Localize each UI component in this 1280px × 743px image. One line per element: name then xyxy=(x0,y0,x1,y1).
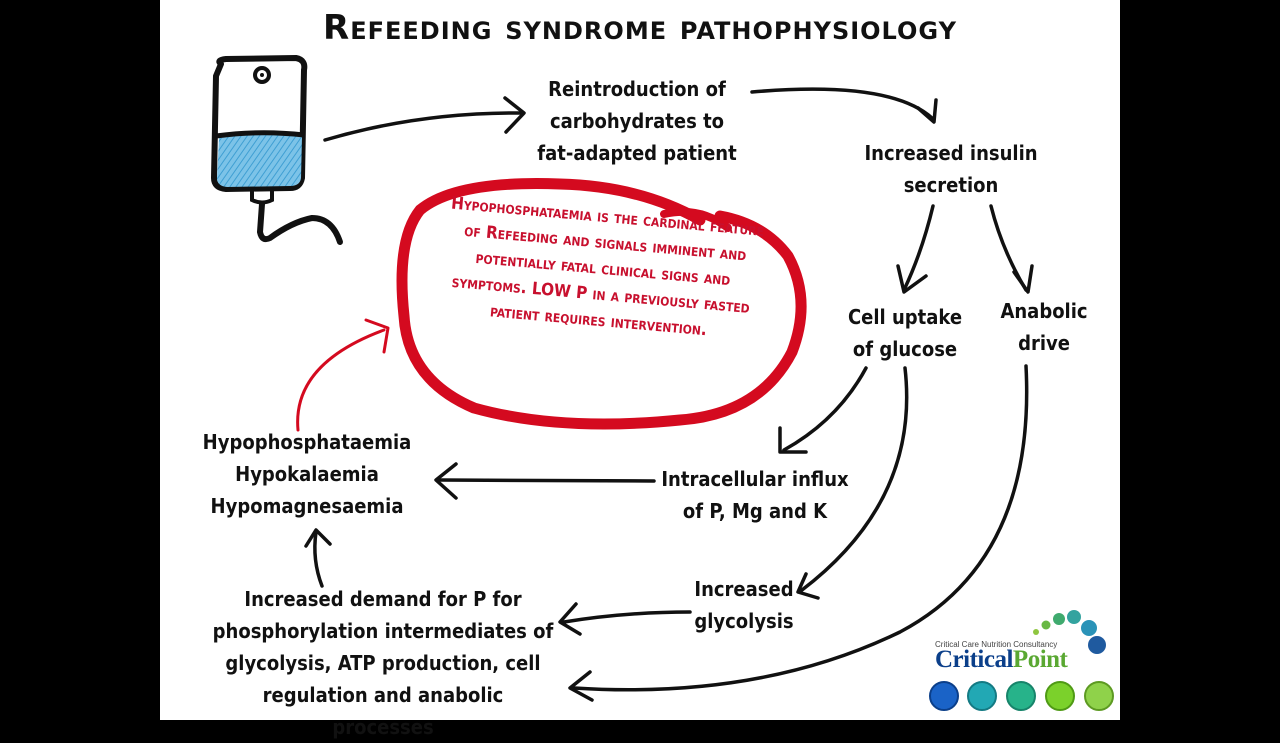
slide-canvas xyxy=(160,0,1120,720)
node-electrolytes: Hypophosphataemia Hypokalaemia Hypomagne… xyxy=(202,430,412,518)
arrow-glycolysis-to-demand xyxy=(562,610,692,624)
node-phosphate-demand: Increased demand for P for phosphorylati… xyxy=(212,587,554,739)
node-insulin-secretion: Increased insulin secretion xyxy=(864,141,1038,197)
iv-bag-icon xyxy=(211,55,343,245)
node-reintroduction: Reintroduction of carbohydrates to fat-a… xyxy=(537,77,737,165)
arrow-insulin-to-cell-uptake xyxy=(902,204,935,292)
brand-name-part1: Critical xyxy=(935,646,1013,673)
arrow-anabolic-to-demand xyxy=(572,364,1029,692)
slide-stage: Refeeding syndrome pathophysiology Reint… xyxy=(160,0,1120,739)
page-title: Refeeding syndrome pathophysiology xyxy=(323,8,957,48)
arrow-insulin-to-anabolic xyxy=(989,204,1028,292)
node-anabolic-drive: Anabolic drive xyxy=(1000,299,1088,355)
node-cell-uptake: Cell uptake of glucose xyxy=(847,305,963,361)
brand-tagline: Critical Care Nutrition Consultancy xyxy=(935,640,1058,649)
node-intracellular-influx: Intracellular influx of P, Mg and K xyxy=(661,467,849,523)
arrow-electrolytes-to-callout xyxy=(296,318,390,432)
brand-dots-icon xyxy=(1033,610,1106,654)
node-glycolysis: Increased glycolysis xyxy=(694,577,794,633)
diagram-artwork xyxy=(211,55,1114,711)
callout-outline xyxy=(396,178,807,430)
brand-logo-text: CriticalPoint xyxy=(935,646,1068,674)
arrow-uptake-to-glycolysis xyxy=(800,366,909,592)
flow-arrows xyxy=(304,87,1034,702)
arrow-intracellular-to-electrolytes xyxy=(438,478,656,483)
arrow-reintroduction-to-insulin xyxy=(750,87,934,120)
brand-name-part2: Point xyxy=(1012,646,1068,673)
arrow-bag-to-reintroduction xyxy=(323,111,524,142)
arrow-demand-to-electrolytes xyxy=(313,530,324,588)
arrow-uptake-to-intracellular xyxy=(782,366,868,452)
brand-balls xyxy=(929,681,1114,711)
